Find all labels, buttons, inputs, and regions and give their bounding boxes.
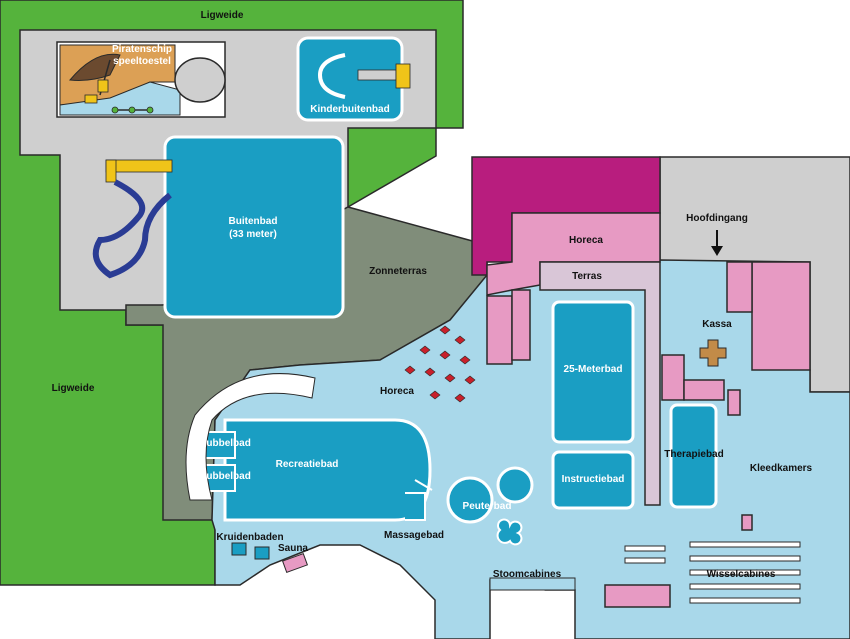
peuterbad-flower	[496, 518, 523, 546]
horeca-block	[486, 295, 513, 365]
label-buitenbad-line1: Buitenbad	[229, 216, 278, 227]
kinderbuitenbad-slide	[357, 69, 397, 81]
kassa-block	[661, 354, 685, 401]
label-peuterbad: Peuterbad	[463, 501, 512, 512]
entrance-building	[726, 261, 753, 313]
lounger-arc	[185, 373, 316, 501]
horeca-umbrellas	[404, 325, 476, 403]
kassa-desk	[699, 339, 727, 367]
label-kruidenbaden: Kruidenbaden	[216, 532, 283, 543]
label-25-meterbad: 25-Meterbad	[564, 364, 623, 375]
therapiebad-pool	[669, 403, 718, 509]
waterslide-tube	[92, 179, 172, 279]
playground-post	[146, 106, 154, 114]
label-zonneterras: Zonneterras	[369, 266, 427, 277]
label-wisselcabines: Wisselcabines	[707, 569, 776, 580]
umbrella-icon	[429, 390, 441, 400]
kleedkamer-block	[741, 514, 753, 531]
entrance-arrow-icon	[711, 230, 723, 256]
kinderbuitenbad-island	[317, 53, 346, 99]
label-piratenschip-line2: speeltoestel	[113, 56, 171, 67]
instructiebad-pool	[551, 450, 635, 510]
label-ligweide-left: Ligweide	[52, 383, 95, 394]
umbrella-icon	[459, 355, 471, 365]
kinderbuitenbad-slide	[395, 63, 411, 89]
kruidenbad-pool	[231, 542, 247, 556]
stoomcabines	[489, 577, 576, 591]
label-piratenschip-line1: Piratenschip	[112, 44, 172, 55]
label-massagebad: Massagebad	[384, 530, 444, 541]
playground-post	[128, 106, 136, 114]
umbrella-icon	[404, 365, 416, 375]
label-horeca-top: Horeca	[569, 235, 603, 246]
label-sauna: Sauna	[278, 543, 308, 554]
ship-deck	[97, 79, 109, 93]
peuterbad-pool	[446, 476, 494, 524]
kassa-block	[683, 379, 725, 401]
playground-post	[111, 106, 119, 114]
recreatiebad-stairs	[405, 492, 426, 521]
label-hoofdingang: Hoofdingang	[686, 213, 748, 224]
pirate-ship-icon	[69, 53, 121, 81]
label-instructiebad: Instructiebad	[562, 474, 625, 485]
label-ligweide-top: Ligweide	[201, 10, 244, 21]
umbrella-icon	[444, 373, 456, 383]
label-bubbelbad-1: Bubbelbad	[199, 438, 251, 449]
umbrella-icon	[439, 350, 451, 360]
kleedkamer-block	[727, 389, 741, 416]
recreatiebad-pool	[223, 418, 432, 522]
umbrella-icon	[439, 325, 451, 335]
label-horeca-indoor: Horeca	[380, 386, 414, 397]
umbrella-icon	[454, 393, 466, 403]
label-buitenbad-line2: (33 meter)	[229, 229, 277, 240]
wisselcabine-block	[604, 584, 671, 608]
label-kleedkamers: Kleedkamers	[750, 463, 813, 474]
sauna-room	[281, 552, 309, 574]
umbrella-icon	[464, 375, 476, 385]
ship-deck	[84, 94, 98, 104]
terras-area	[539, 261, 661, 506]
peuterbad-pool	[496, 466, 534, 504]
kruidenbad-pool	[254, 546, 270, 560]
horeca-building	[486, 212, 661, 296]
umbrella-icon	[454, 335, 466, 345]
meterbad-25-pool	[551, 300, 635, 444]
umbrella-icon	[419, 345, 431, 355]
umbrella-icon	[424, 367, 436, 377]
recreatiebad-flow	[414, 479, 433, 491]
buitenbad-pool	[163, 135, 345, 319]
wisselcabines-rows	[624, 541, 801, 604]
label-therapiebad: Therapiebad	[664, 449, 723, 460]
waterslide-tower	[105, 159, 117, 183]
playground-circle	[174, 57, 226, 103]
label-kinderbuitenbad: Kinderbuitenbad	[310, 104, 389, 115]
label-recreatiebad: Recreatiebad	[276, 459, 339, 470]
entrance-building	[751, 261, 811, 371]
label-terras: Terras	[572, 271, 602, 282]
label-stoomcabines: Stoomcabines	[493, 569, 562, 580]
horeca-block	[511, 289, 531, 361]
label-kassa: Kassa	[702, 319, 732, 330]
label-bubbelbad-2: Bubbelbad	[199, 471, 251, 482]
